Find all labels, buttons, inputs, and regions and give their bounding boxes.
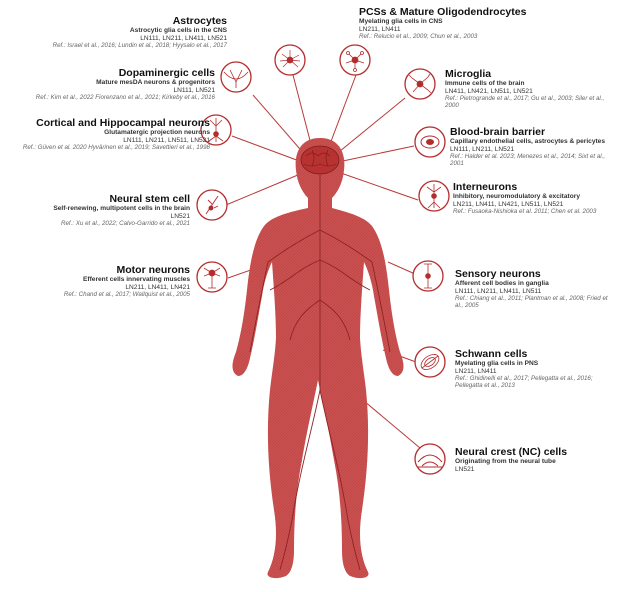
cortical-title: Cortical and Hippocampal neurons: [36, 117, 210, 129]
icon-circles: [196, 44, 450, 475]
sensory-neuron-icon: [412, 260, 444, 292]
label-interneurons: Interneurons Inhibitory, neuromodulatory…: [453, 181, 596, 215]
label-motor: Motor neurons Efferent cells innervating…: [64, 264, 190, 298]
neural-crest-desc: Originating from the neural tube: [455, 458, 556, 466]
stem-title: Neural stem cell: [109, 193, 190, 205]
label-sensory: Sensory neurons Afferent cell bodies in …: [455, 268, 617, 309]
dopaminergic-lines: LN111, LN521: [173, 86, 215, 94]
oligodendrocyte-icon: [339, 44, 371, 76]
pcs-title: PCSs & Mature Oligodendrocytes: [359, 6, 527, 18]
label-microglia: Microglia Immune cells of the brain LN41…: [445, 68, 615, 109]
pyramidal-neuron-icon: [200, 114, 232, 146]
microglia-desc: Immune cells of the brain: [445, 80, 525, 88]
interneurons-title: Interneurons: [453, 181, 518, 193]
interneurons-ref: Ref.: Fusaoka-Nishioka et al. 2011; Chen…: [453, 208, 597, 216]
sensory-desc: Afferent cell bodies in ganglia: [455, 280, 549, 288]
stem-ref: Ref.: Xu et al., 2022; Calvo-Garrido et …: [61, 220, 190, 228]
astrocytes-ref: Ref.: Israel et al., 2016; Lundin et al.…: [52, 42, 227, 50]
schwann-title: Schwann cells: [455, 348, 528, 360]
bbb-ref: Ref.: Halder et al. 2023; Menezes et al.…: [450, 153, 606, 168]
astrocytes-desc: Astrocytic glia cells in the CNS: [129, 27, 227, 35]
neural-crest-title: Neural crest (NC) cells: [455, 446, 568, 458]
schwann-cell-icon: [414, 346, 446, 378]
pcs-desc: Myelating glia cells in CNS: [359, 18, 443, 26]
sensory-lines: LN111, LN211, LN411, LN511: [455, 287, 542, 295]
blood-vessel-icon: [414, 126, 446, 158]
motor-ref: Ref.: Chand et al., 2017; Wallquist et a…: [63, 291, 190, 299]
dopaminergic-neuron-icon: [220, 61, 252, 93]
interneuron-icon: [418, 180, 450, 212]
dopaminergic-ref: Ref.: Kim et al., 2022 Fiorenzano et al.…: [35, 94, 215, 102]
bbb-lines: LN111, LN211, LN521: [450, 145, 515, 153]
label-schwann: Schwann cells Myelating glia cells in PN…: [455, 348, 617, 389]
label-astrocytes: Astrocytes Astrocytic glia cells in the …: [53, 15, 227, 49]
cortical-lines: LN111, LN211, LN511, LN521: [123, 136, 210, 144]
stem-desc: Self-renewing, multipotent cells in the …: [53, 205, 190, 213]
pcs-lines: LN211, LN411: [359, 25, 401, 33]
neural-crest-lines: LN521: [455, 465, 475, 473]
stem-lines: LN521: [170, 212, 190, 220]
label-bbb: Blood-brain barrier Capillary endothelia…: [450, 126, 616, 167]
sensory-ref: Ref.: Chiang et al., 2011; Plantman et a…: [455, 295, 608, 310]
label-neural-stem: Neural stem cell Self-renewing, multipot…: [53, 193, 190, 227]
motor-neuron-icon: [196, 261, 228, 293]
stem-cell-icon: [196, 189, 228, 221]
astrocytes-title: Astrocytes: [172, 15, 227, 27]
label-dopaminergic: Dopaminergic cells Mature mesDA neurons …: [36, 67, 215, 101]
label-neural-crest: Neural crest (NC) cells Originating from…: [455, 446, 567, 473]
pcs-ref: Ref.: Relucio et al., 2009; Chun et al.,…: [359, 33, 478, 41]
cortical-desc: Glutamatergic projection neurons: [104, 129, 210, 137]
human-body: [232, 138, 404, 579]
microglia-lines: LN411, LN421, LN511, LN521: [445, 87, 533, 95]
sensory-title: Sensory neurons: [455, 268, 541, 280]
bbb-desc: Capillary endothelial cells, astrocytes …: [450, 138, 606, 146]
microglia-title: Microglia: [445, 68, 492, 80]
bbb-title: Blood-brain barrier: [450, 126, 546, 138]
interneurons-desc: Inhibitory, neuromodulatory & excitatory: [453, 193, 581, 201]
label-pcs-oligodendrocytes: PCSs & Mature Oligodendrocytes Myelating…: [359, 6, 526, 40]
schwann-desc: Myelating glia cells in PNS: [455, 360, 539, 368]
cortical-ref: Ref.: Güven et al. 2020 Hyvärinen et al.…: [22, 144, 210, 152]
label-cortical: Cortical and Hippocampal neurons Glutama…: [10, 117, 210, 151]
interneurons-lines: LN211, LN411, LN421, LN511, LN521: [453, 200, 564, 208]
neural-tube-icon: [414, 443, 446, 475]
schwann-ref: Ref.: Ghidinelli et al., 2017; Pellegatt…: [455, 375, 593, 390]
motor-desc: Efferent cells innervating muscles: [82, 276, 190, 284]
motor-title: Motor neurons: [116, 264, 191, 276]
dopaminergic-title: Dopaminergic cells: [118, 67, 215, 79]
microglia-icon: [404, 68, 436, 100]
astrocyte-icon: [274, 44, 306, 76]
schwann-lines: LN211, LN411: [455, 367, 497, 375]
motor-lines: LN211, LN411, LN421: [125, 283, 190, 291]
astrocytes-lines: LN111, LN211, LN411, LN521: [140, 34, 227, 42]
dopaminergic-desc: Mature mesDA neurons & progenitors: [96, 79, 215, 87]
microglia-ref: Ref.: Pietrogrande et al., 2017; Gu et a…: [445, 95, 605, 110]
